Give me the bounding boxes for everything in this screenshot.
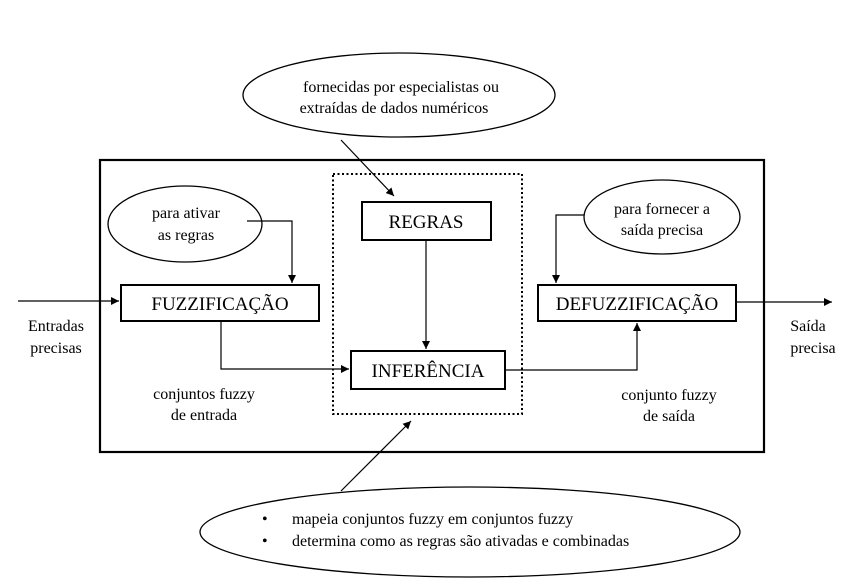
activate-rules-line2: as regras	[158, 227, 214, 244]
inference-note-item-2: determina como as regras são ativadas e …	[292, 533, 629, 550]
crisp-output-line1: Saída	[790, 318, 826, 335]
fuzzy-system-frame	[98, 158, 766, 454]
connector-arrows	[18, 139, 832, 492]
inference-note-bullet-1: •	[262, 511, 268, 528]
fuzzification-label: FUZZIFICAÇÃO	[151, 293, 288, 315]
fuzzy-input-arrow	[220, 321, 349, 373]
inference-engine-frame	[332, 173, 523, 415]
crisp-inputs-line2: precisas	[30, 340, 82, 357]
activate-rules-ellipse	[107, 185, 263, 263]
output-note-line2: saída precisa	[621, 222, 703, 239]
fuzzy-output-arrow	[505, 323, 641, 371]
fuzzification-box	[120, 284, 320, 322]
output-note-line1: para fornecer a	[614, 201, 710, 218]
inference-note-item-1: mapeia conjuntos fuzzy em conjuntos fuzz…	[292, 511, 573, 528]
inference-label: INFERÊNCIA	[372, 360, 485, 382]
crisp-inputs-line1: Entradas	[28, 318, 84, 335]
output-note-ellipse	[583, 179, 741, 255]
defuzzification-label: DEFUZZIFICAÇÃO	[556, 293, 719, 315]
rules-box	[361, 201, 492, 241]
activate-rules-arrow	[247, 220, 296, 283]
rules-source-line2: extraídas de dados numéricos	[300, 100, 489, 117]
inference-box	[350, 350, 506, 390]
rules-label: REGRAS	[389, 212, 464, 233]
crisp-output-line2: precisa	[790, 340, 835, 357]
output-note-arrow	[552, 214, 584, 283]
inference-note-bullet-2: •	[262, 533, 268, 550]
output-fuzzy-set-line1: conjunto fuzzy	[621, 387, 717, 404]
activate-rules-line1: para ativar	[152, 205, 221, 222]
rules-source-arrow	[340, 139, 395, 197]
rules-source-ellipse	[242, 52, 556, 138]
input-fuzzy-sets-line1: conjuntos fuzzy	[153, 386, 255, 403]
inference-note-ellipse	[199, 486, 741, 578]
input-fuzzy-sets-line2: de entrada	[171, 407, 237, 424]
inference-note-arrow	[340, 420, 412, 492]
rules-source-line1: fornecidas por especialistas ou	[303, 79, 499, 96]
output-fuzzy-set-line2: de saída	[643, 408, 695, 425]
defuzzification-box	[537, 284, 737, 322]
